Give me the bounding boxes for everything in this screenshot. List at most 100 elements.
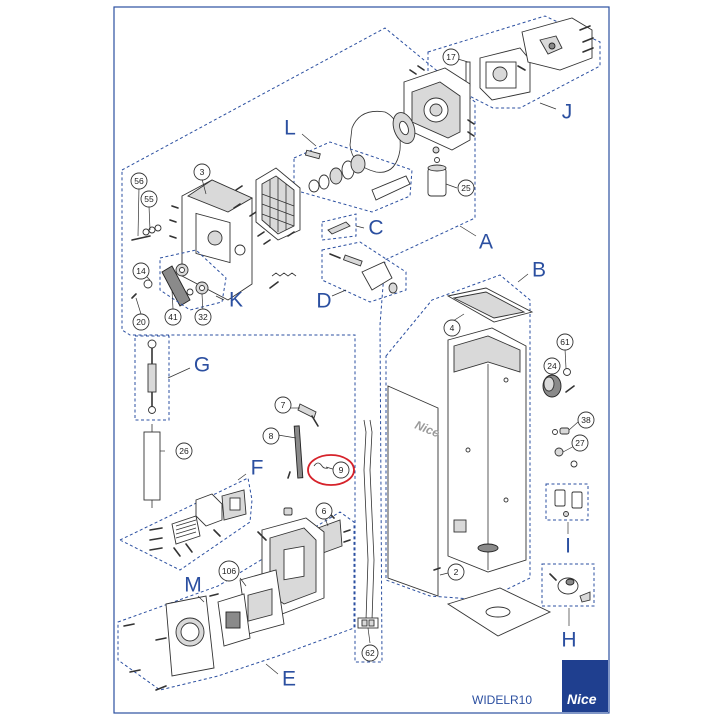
svg-text:20: 20 xyxy=(136,317,146,327)
callout-61: 61 xyxy=(556,333,574,351)
svg-text:62: 62 xyxy=(365,648,375,658)
svg-text:55: 55 xyxy=(144,194,154,204)
callout-55: 55 xyxy=(140,190,158,208)
callout-24: 24 xyxy=(543,357,561,375)
group-f-boundary xyxy=(118,477,253,571)
svg-text:38: 38 xyxy=(581,415,591,425)
callout-6: 6 xyxy=(315,502,333,520)
callout-26: 26 xyxy=(175,442,193,460)
motor-capacitor xyxy=(427,157,447,197)
group-letter-c: C xyxy=(368,217,383,240)
svg-text:17: 17 xyxy=(446,52,456,62)
group-m-box xyxy=(217,593,251,647)
callout-4: 4 xyxy=(443,319,461,337)
callout-20: 20 xyxy=(132,313,150,331)
group-c-boundary xyxy=(321,213,357,241)
brand-logo-box xyxy=(562,660,608,712)
group-letter-m: M xyxy=(184,574,202,597)
group-i-boundary xyxy=(545,483,589,521)
svg-text:6: 6 xyxy=(322,506,327,516)
svg-text:26: 26 xyxy=(179,446,189,456)
group-j-parts xyxy=(439,17,594,101)
svg-text:25: 25 xyxy=(461,183,471,193)
callout-7: 7 xyxy=(274,396,292,414)
svg-text:106: 106 xyxy=(222,566,236,576)
callout-17: 17 xyxy=(442,48,460,66)
group-letter-e: E xyxy=(282,668,296,691)
group-c-parts xyxy=(327,221,351,235)
group-letter-g: G xyxy=(194,354,210,377)
callout-14: 14 xyxy=(132,262,150,280)
cabinet-front-door: Nice xyxy=(387,385,442,597)
callout-56: 56 xyxy=(130,172,148,190)
svg-text:8: 8 xyxy=(269,431,274,441)
group-l-parts xyxy=(304,146,440,201)
svg-text:24: 24 xyxy=(547,361,557,371)
svg-text:2: 2 xyxy=(454,567,459,577)
highlight-ring-part-9 xyxy=(307,454,355,486)
svg-text:41: 41 xyxy=(168,312,178,322)
gearbox-housing xyxy=(403,65,475,151)
group-letter-k: K xyxy=(229,289,243,312)
control-board-panel xyxy=(239,569,285,635)
callout-41: 41 xyxy=(164,308,182,326)
group-h-boundary xyxy=(541,563,595,607)
svg-text:14: 14 xyxy=(136,266,146,276)
group-k-boundary xyxy=(159,249,227,311)
callout-9: 9 xyxy=(332,461,350,479)
brand-logo-text: Nice xyxy=(567,691,597,707)
main-housing xyxy=(169,179,257,301)
callout-106: 106 xyxy=(218,560,240,582)
group-g-boundary xyxy=(134,335,170,421)
grid-plate xyxy=(255,167,301,245)
callout-8: 8 xyxy=(262,427,280,445)
svg-text:27: 27 xyxy=(575,438,585,448)
leader-lines xyxy=(135,56,579,644)
callout-32: 32 xyxy=(194,308,212,326)
group-f-parts xyxy=(149,489,247,557)
spring-pin xyxy=(269,272,297,289)
svg-text:7: 7 xyxy=(281,400,286,410)
group-letter-a: A xyxy=(479,231,493,254)
svg-text:56: 56 xyxy=(134,176,144,186)
callout-27: 27 xyxy=(571,434,589,452)
group-g-parts xyxy=(147,339,157,414)
drawing-frame xyxy=(113,6,610,714)
cabinet-lid xyxy=(446,287,534,323)
group-k-parts xyxy=(186,281,209,296)
front-control-box xyxy=(123,593,219,691)
svg-text:4: 4 xyxy=(450,323,455,333)
group-letter-i: I xyxy=(565,535,571,558)
callout-2: 2 xyxy=(447,563,465,581)
callout-62: 62 xyxy=(361,644,379,662)
side-accessory-parts xyxy=(542,368,578,468)
group-letter-j: J xyxy=(562,101,573,124)
group-a-boundary xyxy=(121,27,476,663)
callout-3: 3 xyxy=(193,163,211,181)
group-letter-f: F xyxy=(251,457,264,480)
wire-harness xyxy=(357,419,379,629)
group-letter-h: H xyxy=(561,629,576,652)
svg-text:61: 61 xyxy=(560,337,570,347)
base-plate xyxy=(446,587,552,637)
svg-text:9: 9 xyxy=(339,465,344,475)
cabinet-body xyxy=(447,327,527,573)
svg-text:3: 3 xyxy=(200,167,205,177)
group-letter-l: L xyxy=(284,117,296,140)
group-letter-b: B xyxy=(532,259,546,282)
group-i-parts xyxy=(554,489,583,517)
group-d-boundary xyxy=(321,241,407,303)
callout-38: 38 xyxy=(577,411,595,429)
group-h-parts xyxy=(549,573,591,603)
group-d-parts xyxy=(329,253,398,294)
group-letter-d: D xyxy=(316,290,331,313)
drawing-code: WIDELR10 xyxy=(472,693,532,707)
svg-text:32: 32 xyxy=(198,312,208,322)
lever-arm-parts xyxy=(131,224,191,307)
small-cap xyxy=(283,507,293,516)
callout-25: 25 xyxy=(457,179,475,197)
group-letter-leaders xyxy=(167,102,570,675)
group-l-boundary xyxy=(293,141,413,213)
balancing-spring xyxy=(143,424,161,508)
